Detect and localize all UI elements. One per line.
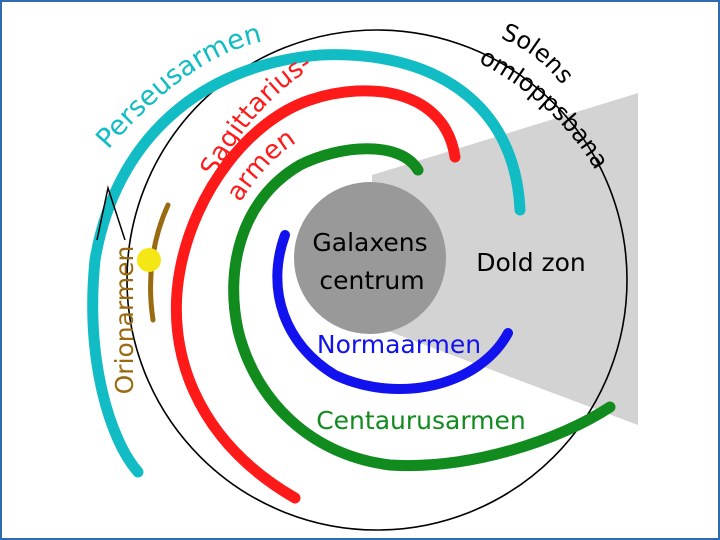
dead-zone-label: Dold zon	[476, 248, 586, 277]
centaurus-arm	[228, 143, 616, 472]
orion-label: Orionarmen	[110, 246, 139, 395]
galactic-core	[294, 182, 446, 334]
centaurus-label: Centaurusarmen	[316, 406, 526, 435]
sagittarius-arm	[170, 85, 461, 504]
core-label-line1: Galaxens	[312, 228, 427, 257]
norma-arm	[272, 230, 513, 394]
dead-zone-area	[372, 93, 638, 425]
perseus-arm	[87, 49, 526, 478]
orion-pointer-lines	[96, 185, 126, 241]
sun-marker	[137, 248, 161, 272]
norma-label: Normaarmen	[317, 330, 481, 359]
sun-orbit-circle	[126, 29, 628, 531]
core-label-line2: centrum	[319, 266, 424, 295]
